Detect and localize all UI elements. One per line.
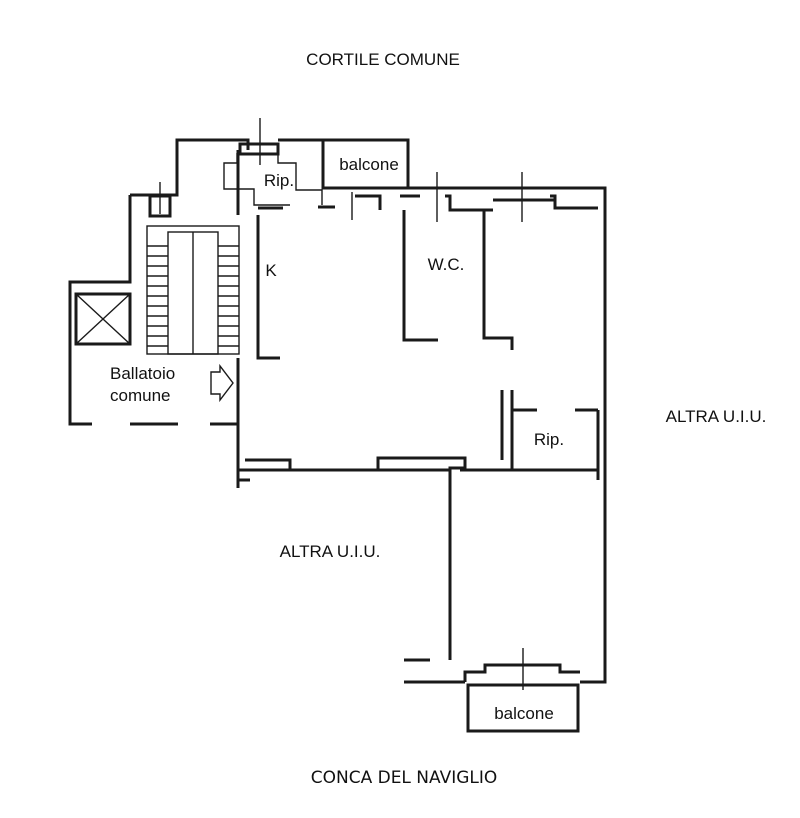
south-label: CONCA DEL NAVIGLIO bbox=[311, 768, 498, 788]
kitchen-label: K bbox=[265, 261, 277, 280]
apartment-walls bbox=[223, 118, 607, 733]
stair-block bbox=[68, 138, 240, 488]
balcony-bottom bbox=[466, 683, 580, 733]
west-unit-label: ALTRA U.I.U. bbox=[280, 542, 381, 561]
gallery-label-line1: Ballatoio bbox=[110, 364, 175, 383]
balcony-top bbox=[321, 138, 410, 190]
wc-label: W.C. bbox=[428, 255, 465, 274]
storage-right-label: Rip. bbox=[534, 430, 564, 449]
balcony-bottom-label: balcone bbox=[494, 704, 554, 723]
entry-arrow-icon bbox=[210, 363, 234, 403]
north-label: CORTILE COMUNE bbox=[306, 50, 460, 69]
stair-treads bbox=[147, 232, 239, 354]
east-unit-label: ALTRA U.I.U. bbox=[666, 407, 767, 426]
balcony-top-label: balcone bbox=[339, 155, 399, 174]
elevator-shaft bbox=[74, 292, 132, 346]
storage-top-label: Rip. bbox=[264, 171, 294, 190]
gallery-label-line2: comune bbox=[110, 386, 170, 405]
